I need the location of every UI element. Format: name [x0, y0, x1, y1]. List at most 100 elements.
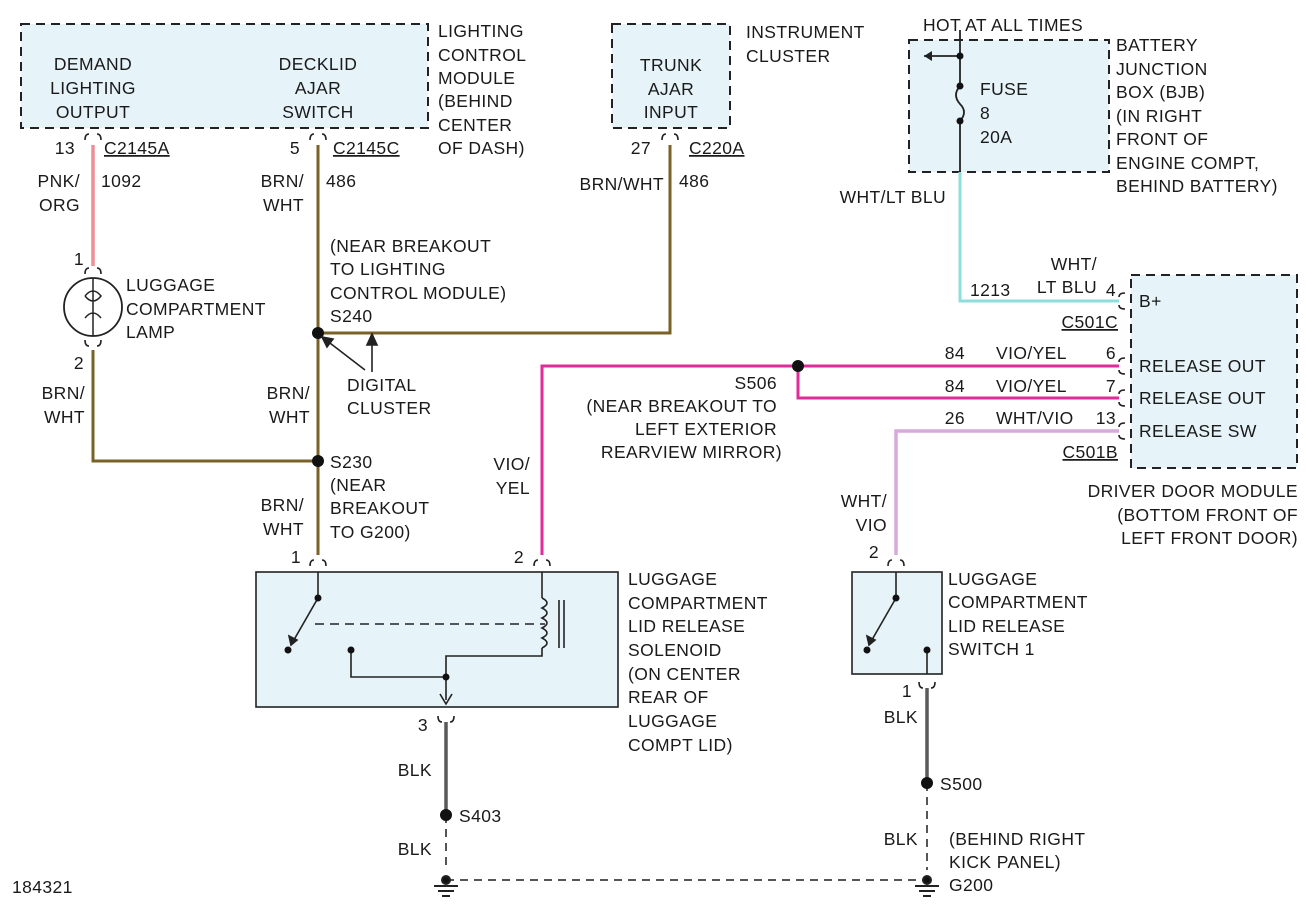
- solenoid-name-2: COMPARTMENT: [628, 593, 768, 613]
- wire-pnk-org-label-2: ORG: [39, 195, 80, 215]
- pin-lcm-5: 5: [290, 138, 300, 158]
- g200-label-2: KICK PANEL): [949, 852, 1061, 872]
- s506-label-1: S506: [735, 373, 777, 393]
- pin-lamp-2: 2: [74, 353, 84, 373]
- fuse-label-3: 20A: [980, 127, 1012, 147]
- switch-internal-symbol: [865, 572, 928, 674]
- pin-switch-2: 2: [869, 542, 879, 562]
- ground-icon: [915, 875, 939, 897]
- wire-lamp-ground-side: [91, 350, 318, 463]
- lcm-name-3: MODULE: [438, 68, 515, 88]
- switch-name-3: LID RELEASE: [948, 616, 1065, 636]
- solenoid-name-7: LUGGAGE: [628, 711, 717, 731]
- s240-label-4: S240: [330, 306, 372, 326]
- wire-brn-wht-lamp-2: WHT: [44, 407, 85, 427]
- circuit-486-a: 486: [326, 171, 356, 191]
- ic-label-1: TRUNK: [640, 55, 702, 75]
- wire-wht-ltblu2-1: WHT/: [1051, 254, 1097, 274]
- solenoid-name-5: (ON CENTER: [628, 664, 741, 684]
- s230-label-1: S230: [330, 452, 372, 472]
- fuse-symbol: [924, 30, 965, 172]
- circuit-1213: 1213: [970, 280, 1011, 300]
- lcm-name-2: CONTROL: [438, 45, 526, 65]
- s230-label-4: TO G200): [330, 522, 411, 542]
- lcm-left-label-2: LIGHTING: [50, 78, 136, 98]
- digital-cluster-label-2: CLUSTER: [347, 398, 431, 418]
- s240-label-1: (NEAR BREAKOUT: [330, 236, 491, 256]
- wire-blk-a: BLK: [398, 760, 432, 780]
- ddm-name-3: LEFT FRONT DOOR): [1121, 528, 1298, 548]
- wire-brn-wht-lamp-1: BRN/: [42, 383, 85, 403]
- ddm-pin-release-sw: RELEASE SW: [1139, 421, 1257, 441]
- splice-s506: [792, 360, 804, 372]
- lcm-name-1: LIGHTING: [438, 21, 524, 41]
- lcm-left-label-3: OUTPUT: [56, 102, 130, 122]
- wire-wht-vio2-1: WHT/: [841, 491, 887, 511]
- switch-box: [851, 571, 943, 675]
- wire-wht-ltblu: WHT/LT BLU: [840, 187, 946, 207]
- ic-name-1: INSTRUMENT: [746, 22, 865, 42]
- ddm-pin-bplus: B+: [1139, 291, 1162, 311]
- pin-solenoid-1: 1: [291, 547, 301, 567]
- s506-label-4: REARVIEW MIRROR): [601, 442, 782, 462]
- s506-label-2: (NEAR BREAKOUT TO: [586, 396, 777, 416]
- instrument-cluster-box: [611, 23, 731, 129]
- solenoid-internal-symbol: [287, 572, 565, 706]
- ic-label-3: INPUT: [644, 102, 699, 122]
- g200-label-3: G200: [949, 875, 993, 895]
- pin-switch-1: 1: [902, 681, 912, 701]
- switch-name-2: COMPARTMENT: [948, 592, 1088, 612]
- wire-blk-d: BLK: [884, 829, 918, 849]
- pin-solenoid-2: 2: [514, 547, 524, 567]
- circuit-486-b: 486: [679, 171, 709, 191]
- driver-door-module-box: [1130, 274, 1298, 469]
- ic-label-2: AJAR: [648, 79, 694, 99]
- lcm-right-label-3: SWITCH: [282, 102, 353, 122]
- ic-name-2: CLUSTER: [746, 46, 830, 66]
- circuit-84-b: 84: [945, 376, 965, 396]
- bjb-hot-label: HOT AT ALL TIMES: [923, 15, 1083, 35]
- solenoid-name-3: LID RELEASE: [628, 616, 745, 636]
- connector-c2145c: C2145C: [333, 138, 400, 158]
- s230-label-2: (NEAR: [330, 475, 386, 495]
- wire-vio-yel-b: VIO/YEL: [996, 376, 1067, 396]
- splice-s403: [440, 809, 452, 821]
- wire-vio-yel-c-1: VIO/: [493, 454, 530, 474]
- splice-s230: [312, 455, 324, 467]
- pin-ddm-6: 6: [1106, 343, 1116, 363]
- wire-vio-yel-2: [796, 366, 1119, 400]
- solenoid-name-6: REAR OF: [628, 687, 709, 707]
- lamp-name-2: COMPARTMENT: [126, 299, 266, 319]
- wire-brn-wht-low-1: BRN/: [261, 495, 304, 515]
- battery-junction-box: [908, 39, 1110, 173]
- wire-brn-wht-mid-2: WHT: [269, 407, 310, 427]
- lcm-name-6: OF DASH): [438, 138, 525, 158]
- wire-wht-ltblu2-2: LT BLU: [1037, 277, 1097, 297]
- lighting-control-module-box: [20, 23, 429, 129]
- pin-lcm-13: 13: [55, 138, 75, 158]
- wire-brn-wht-low-2: WHT: [263, 519, 304, 539]
- lamp-name-1: LUGGAGE: [126, 275, 215, 295]
- fuse-label-1: FUSE: [980, 79, 1028, 99]
- lcm-right-label-1: DECKLID: [279, 54, 358, 74]
- pin-lamp-1: 1: [74, 249, 84, 269]
- ddm-name-1: DRIVER DOOR MODULE: [1088, 481, 1298, 501]
- solenoid-name-8: COMPT LID): [628, 735, 733, 755]
- s240-label-2: TO LIGHTING: [330, 259, 446, 279]
- wire-brn-wht-mid-1: BRN/: [267, 383, 310, 403]
- pin-solenoid-3: 3: [418, 715, 428, 735]
- s403-label: S403: [459, 806, 501, 826]
- s230-label-3: BREAKOUT: [330, 498, 429, 518]
- digital-cluster-label-1: DIGITAL: [347, 375, 417, 395]
- lcm-left-label-1: DEMAND: [54, 54, 132, 74]
- connector-c2145a: C2145A: [104, 138, 170, 158]
- s240-label-3: CONTROL MODULE): [330, 283, 506, 303]
- splice-s500: [921, 777, 933, 789]
- pin-ddm-13: 13: [1096, 408, 1116, 428]
- wire-blk-c: BLK: [884, 707, 918, 727]
- circuit-84-a: 84: [945, 343, 965, 363]
- lcm-name-4: (BEHIND: [438, 91, 513, 111]
- solenoid-name-1: LUGGAGE: [628, 569, 717, 589]
- bjb-name-7: BEHIND BATTERY): [1116, 176, 1278, 196]
- ddm-pin-release-out-1: RELEASE OUT: [1139, 356, 1266, 376]
